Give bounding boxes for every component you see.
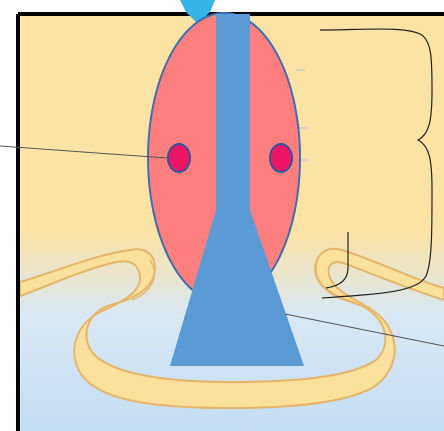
leader-line-left — [0, 145, 168, 159]
tissue-fold-inner-right — [314, 261, 351, 303]
blue-shaft — [216, 14, 250, 214]
left-dot-marker — [167, 143, 191, 173]
tissue-fold — [19, 247, 444, 410]
blue-trapezoid — [170, 210, 304, 366]
right-dot-marker — [269, 143, 293, 173]
tissue-fold-inner — [131, 259, 155, 301]
bracket-tick — [325, 232, 349, 289]
leader-line-lower-right — [284, 313, 444, 347]
bracket-brace — [319, 28, 433, 299]
top-accent-arrow — [180, 0, 215, 24]
